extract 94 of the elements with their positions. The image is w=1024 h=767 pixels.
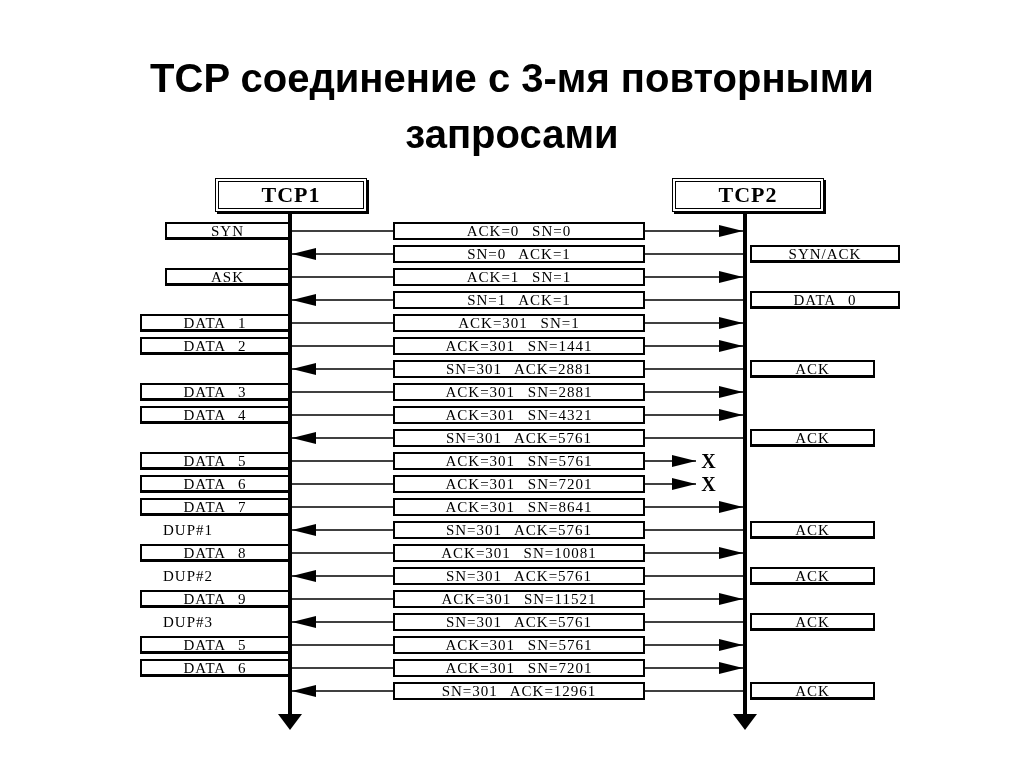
connector-line [291, 598, 394, 600]
arrow [291, 685, 394, 697]
lifeline-arrow [278, 212, 302, 730]
connector-line [644, 253, 744, 255]
arrow [644, 501, 744, 513]
connector-line [644, 368, 744, 370]
message-box: ACK=301 SN=5761 [393, 636, 645, 654]
segment-box: SYN/ACK [750, 245, 900, 263]
arrow [644, 271, 744, 283]
segment-box: ACK [750, 613, 875, 631]
segment-box: DATA 3 [140, 383, 290, 401]
segment-box: ACK [750, 567, 875, 585]
arrow [644, 547, 744, 559]
message-box: SN=1 ACK=1 [393, 291, 645, 309]
arrow [644, 409, 744, 421]
message-box: ACK=301 SN=5761 [393, 452, 645, 470]
segment-box: DATA 6 [140, 475, 290, 493]
lost-mark: X [696, 475, 722, 493]
segment-box: DATA 8 [140, 544, 290, 562]
message-box: SN=301 ACK=5761 [393, 567, 645, 585]
message-box: ACK=0 SN=0 [393, 222, 645, 240]
arrow [644, 593, 744, 605]
arrow [644, 386, 744, 398]
arrow [291, 294, 394, 306]
arrow [644, 478, 697, 490]
segment-box: DATA 9 [140, 590, 290, 608]
connector-line [291, 345, 394, 347]
segment-box: ACK [750, 360, 875, 378]
segment-box: SYN [165, 222, 290, 240]
connector-line [291, 230, 394, 232]
message-box: ACK=301 SN=1441 [393, 337, 645, 355]
connector-line [644, 690, 744, 692]
message-box: ACK=301 SN=10081 [393, 544, 645, 562]
segment-box: ACK [750, 521, 875, 539]
message-box: ACK=301 SN=11521 [393, 590, 645, 608]
message-box: SN=301 ACK=12961 [393, 682, 645, 700]
segment-box: DATA 1 [140, 314, 290, 332]
lifeline-arrow [733, 212, 757, 730]
message-box: SN=301 ACK=5761 [393, 429, 645, 447]
connector-line [644, 437, 744, 439]
message-box: SN=301 ACK=5761 [393, 521, 645, 539]
arrow [291, 616, 394, 628]
segment-box: ASK [165, 268, 290, 286]
connector-line [644, 299, 744, 301]
message-box: SN=301 ACK=2881 [393, 360, 645, 378]
connector-line [291, 552, 394, 554]
message-box: SN=0 ACK=1 [393, 245, 645, 263]
arrow [291, 248, 394, 260]
arrow [644, 455, 697, 467]
message-box: ACK=301 SN=1 [393, 314, 645, 332]
connector-line [291, 391, 394, 393]
message-box: ACK=301 SN=7201 [393, 475, 645, 493]
arrow [291, 363, 394, 375]
connector-line [291, 322, 394, 324]
title: TCP соединение с 3-мя повторными запросами [149, 55, 875, 158]
segment-box: DATA 6 [140, 659, 290, 677]
connector-line [291, 644, 394, 646]
connector-line [291, 667, 394, 669]
arrow [291, 570, 394, 582]
arrow [644, 662, 744, 674]
duplicate-label: DUP#2 [163, 567, 213, 585]
message-box: ACK=301 SN=8641 [393, 498, 645, 516]
message-box: ACK=301 SN=4321 [393, 406, 645, 424]
arrow [644, 639, 744, 651]
segment-box: ACK [750, 682, 875, 700]
arrow [291, 432, 394, 444]
segment-box: DATA 5 [140, 636, 290, 654]
connector-line [644, 621, 744, 623]
arrow [291, 524, 394, 536]
participant-box: TCP2 [672, 178, 824, 212]
segment-box: ACK [750, 429, 875, 447]
connector-line [291, 506, 394, 508]
connector-line [644, 529, 744, 531]
segment-box: DATA 2 [140, 337, 290, 355]
segment-box: DATA 7 [140, 498, 290, 516]
segment-box: DATA 0 [750, 291, 900, 309]
connector-line [291, 483, 394, 485]
message-box: ACK=1 SN=1 [393, 268, 645, 286]
connector-line [644, 575, 744, 577]
message-box: ACK=301 SN=7201 [393, 659, 645, 677]
segment-box: DATA 4 [140, 406, 290, 424]
connector-line [291, 460, 394, 462]
connector-line [291, 276, 394, 278]
arrow [644, 340, 744, 352]
duplicate-label: DUP#1 [163, 521, 213, 539]
participant-box: TCP1 [215, 178, 367, 212]
duplicate-label: DUP#3 [163, 613, 213, 631]
message-box: ACK=301 SN=2881 [393, 383, 645, 401]
arrow [644, 225, 744, 237]
lost-mark: X [696, 452, 722, 470]
message-box: SN=301 ACK=5761 [393, 613, 645, 631]
segment-box: DATA 5 [140, 452, 290, 470]
arrow [644, 317, 744, 329]
connector-line [291, 414, 394, 416]
